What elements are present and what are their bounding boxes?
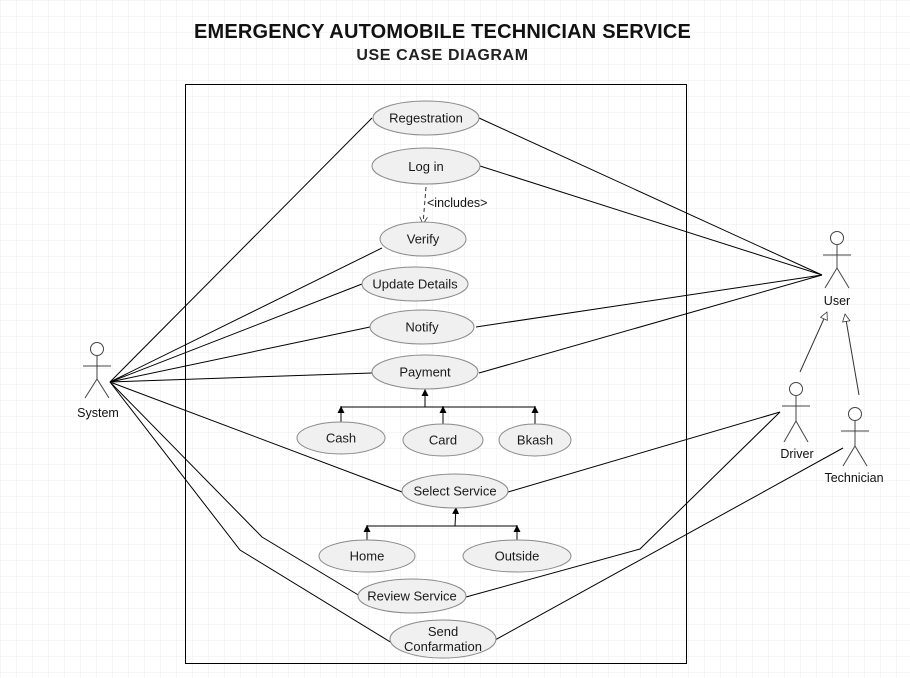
use-case-registration[interactable]: Regestration bbox=[372, 100, 480, 136]
service-generalization bbox=[363, 506, 521, 542]
user-associations bbox=[475, 117, 823, 374]
assoc-driver-select-service bbox=[507, 411, 781, 493]
actor-label: Technician bbox=[824, 471, 883, 485]
use-case-payment[interactable]: Payment bbox=[371, 354, 479, 390]
assoc-system-review-service bbox=[109, 381, 361, 597]
use-case-label: Confarmation bbox=[404, 639, 482, 654]
actor-label: System bbox=[77, 406, 119, 420]
use-case-label: Log in bbox=[408, 159, 443, 174]
use-case-label: Update Details bbox=[372, 277, 458, 292]
assoc-driver-review-service bbox=[465, 411, 781, 598]
system-boundary bbox=[185, 84, 687, 664]
assoc-user-notify bbox=[475, 274, 823, 328]
actor-driver[interactable]: Driver bbox=[780, 382, 814, 462]
use-case-label: Regestration bbox=[389, 111, 463, 126]
assoc-user-registration bbox=[478, 117, 823, 276]
use-case-label: Payment bbox=[399, 365, 451, 380]
assoc-technician-send-confirmation bbox=[494, 447, 844, 641]
include-dependency bbox=[423, 186, 426, 224]
use-case-label: Review Service bbox=[367, 589, 457, 604]
use-case-label: Bkash bbox=[517, 433, 553, 448]
assoc-user-payment bbox=[478, 274, 823, 374]
use-case-review-service[interactable]: Review Service bbox=[357, 578, 467, 614]
use-case-label: Verify bbox=[407, 232, 440, 247]
actor-head-icon bbox=[848, 407, 862, 421]
actor-system[interactable]: System bbox=[77, 342, 119, 421]
generalization-driver-user bbox=[799, 312, 827, 373]
use-case-label: Outside bbox=[495, 549, 540, 564]
assoc-system-select-service bbox=[109, 381, 403, 493]
actor-generalizations bbox=[799, 312, 860, 396]
actor-head-icon bbox=[90, 342, 104, 356]
assoc-system-notify bbox=[109, 326, 371, 383]
actor-user[interactable]: User bbox=[823, 231, 851, 309]
use-case-select-service[interactable]: Select Service bbox=[401, 473, 509, 509]
use-case-home[interactable]: Home bbox=[318, 539, 416, 573]
actor-label: User bbox=[824, 294, 850, 308]
generalization-technician-user bbox=[845, 314, 860, 396]
use-case-cash[interactable]: Cash bbox=[296, 421, 386, 455]
assoc-system-send-confirmation bbox=[109, 381, 393, 644]
use-case-notify[interactable]: Notify bbox=[369, 309, 475, 345]
actor-head-icon bbox=[789, 382, 803, 396]
use-case-login[interactable]: Log in bbox=[371, 147, 481, 185]
use-case-send-confirmation[interactable]: Send Confarmation bbox=[389, 619, 497, 659]
assoc-system-verify bbox=[109, 247, 383, 383]
use-case-label: Home bbox=[350, 549, 385, 564]
assoc-user-login bbox=[479, 165, 823, 276]
includes-label: <includes> bbox=[427, 196, 487, 210]
system-associations bbox=[109, 117, 403, 644]
actor-label: Driver bbox=[780, 447, 813, 461]
use-case-label: Send bbox=[428, 624, 458, 639]
diagram-subtitle: USE CASE DIAGRAM bbox=[356, 47, 529, 64]
use-case-update-details[interactable]: Update Details bbox=[361, 266, 469, 302]
assoc-system-registration bbox=[109, 117, 373, 383]
use-case-label: Notify bbox=[405, 320, 439, 335]
actor-technician[interactable]: Technician bbox=[824, 407, 884, 486]
assoc-system-payment bbox=[109, 372, 373, 383]
use-case-verify[interactable]: Verify bbox=[379, 221, 467, 257]
diagram-title: EMERGENCY AUTOMOBILE TECHNICIAN SERVICE bbox=[193, 21, 692, 43]
driver-technician-associations bbox=[465, 411, 844, 641]
use-case-outside[interactable]: Outside bbox=[462, 539, 572, 573]
use-case-bkash[interactable]: Bkash bbox=[498, 423, 572, 457]
payment-generalization bbox=[337, 389, 539, 425]
actor-head-icon bbox=[830, 231, 844, 245]
use-case-label: Cash bbox=[326, 431, 356, 446]
use-case-card[interactable]: Card bbox=[402, 423, 484, 457]
use-case-label: Select Service bbox=[413, 484, 496, 499]
use-case-label: Card bbox=[429, 433, 457, 448]
assoc-system-update-details bbox=[109, 283, 363, 383]
